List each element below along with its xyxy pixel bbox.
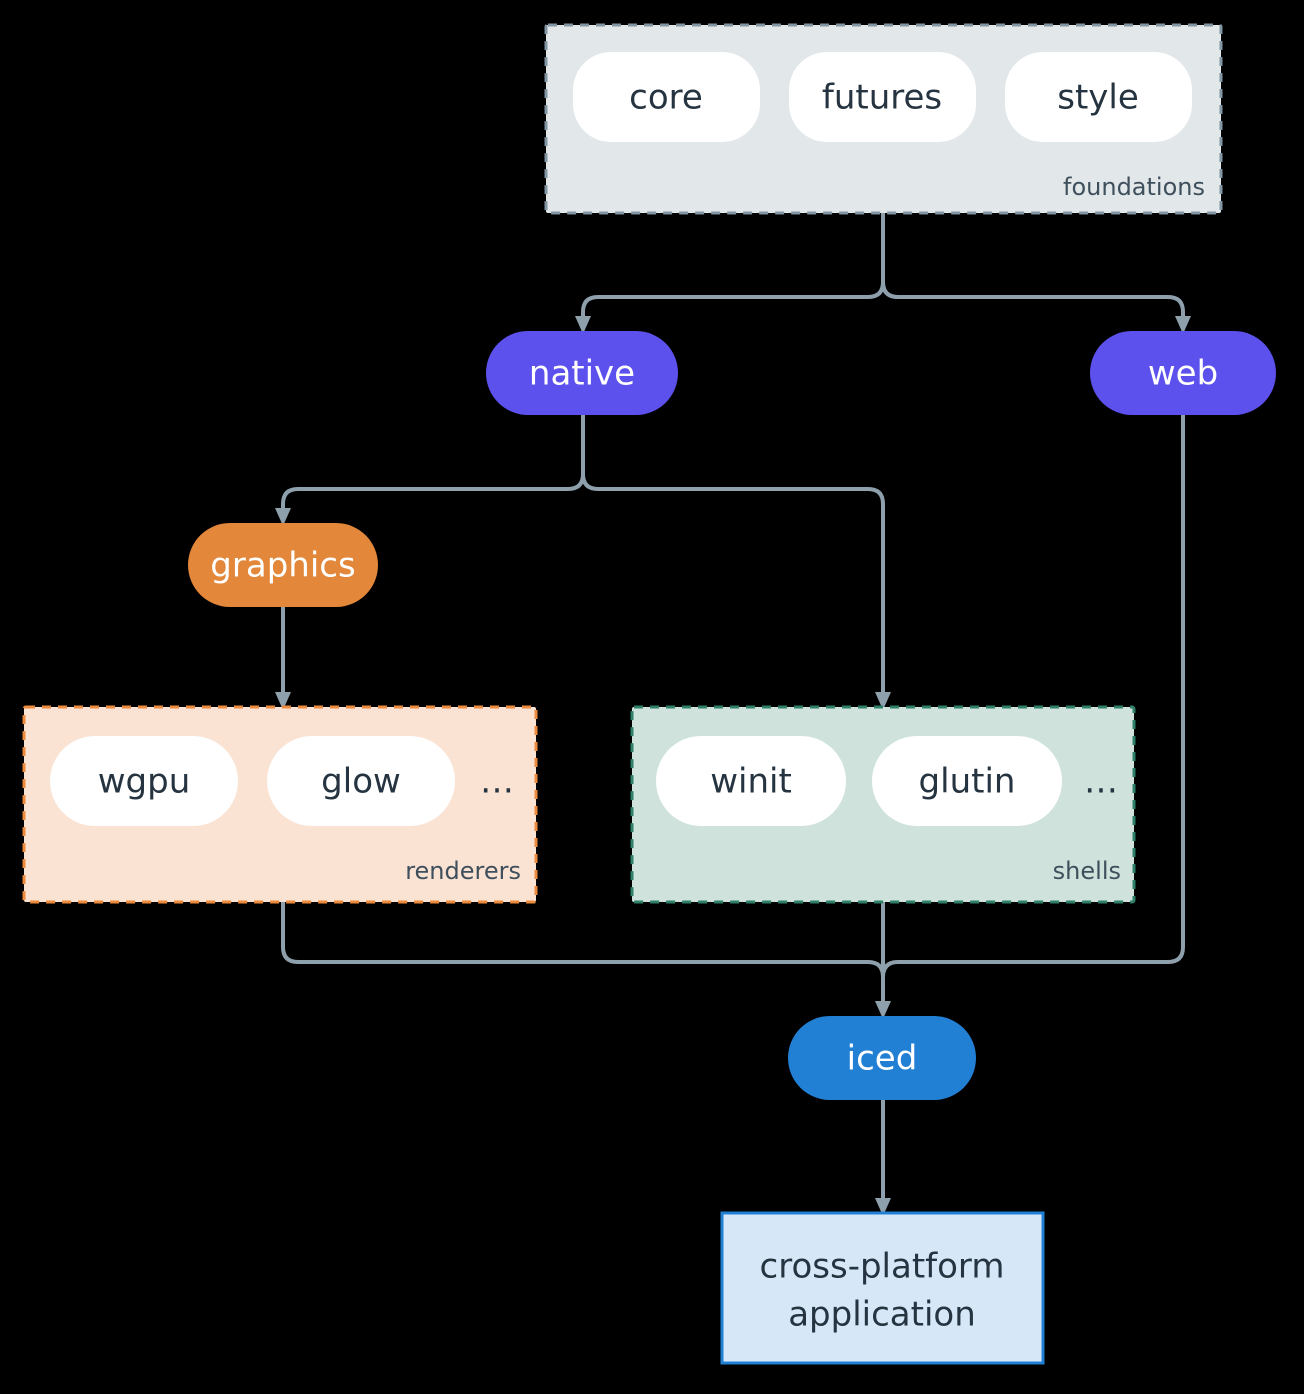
edge-graphics-to-renderers <box>275 605 291 710</box>
node-iced-shape[interactable] <box>788 1016 976 1100</box>
node-core-label: core <box>629 78 703 118</box>
edge-iced-to-application <box>875 1098 891 1216</box>
edge-foundations-to-web <box>881 211 1191 334</box>
node-wgpu[interactable] <box>50 736 238 826</box>
edge-native-to-shells <box>581 413 891 710</box>
cluster-renderers: wgpu glow … renderers <box>22 705 538 904</box>
node-graphics-label: graphics <box>210 546 355 586</box>
edge-layer <box>275 211 1191 1216</box>
node-glutin-label: glutin <box>919 762 1016 802</box>
node-native[interactable]: native <box>486 331 678 415</box>
cluster-shells: winit glutin … shells <box>630 705 1136 904</box>
cluster-shells-label: shells <box>1053 857 1121 885</box>
node-cross-platform-application-line1: cross-platform <box>760 1247 1005 1287</box>
cluster-foundations: core futures style foundations <box>544 23 1223 215</box>
node-cross-platform-application[interactable]: cross-platform application <box>720 1211 1045 1365</box>
node-iced-label: iced <box>847 1039 918 1079</box>
node-cross-platform-application-line2: application <box>788 1295 976 1335</box>
edge-foundations-to-native <box>575 211 885 334</box>
renderers-ellipsis: … <box>480 762 514 802</box>
shells-ellipsis: … <box>1084 762 1118 802</box>
node-glow-label: glow <box>321 762 401 802</box>
node-cross-platform-application-shape[interactable] <box>720 1211 1045 1365</box>
node-web[interactable]: web <box>1090 331 1276 415</box>
cluster-renderers-label: renderers <box>405 857 521 885</box>
node-style-label: style <box>1057 78 1139 118</box>
node-web-shape[interactable] <box>1090 331 1276 415</box>
node-native-label: native <box>529 354 635 394</box>
node-futures[interactable] <box>789 52 976 142</box>
node-futures-label: futures <box>822 78 942 118</box>
node-glutin[interactable] <box>872 736 1062 826</box>
node-web-label: web <box>1148 354 1218 394</box>
node-core[interactable] <box>573 52 760 142</box>
node-native-shape[interactable] <box>486 331 678 415</box>
node-iced[interactable]: iced <box>788 1016 976 1100</box>
node-wgpu-label: wgpu <box>98 762 191 802</box>
node-winit[interactable] <box>656 736 846 826</box>
node-style[interactable] <box>1005 52 1192 142</box>
node-graphics-shape[interactable] <box>188 523 378 607</box>
node-graphics[interactable]: graphics <box>188 523 378 607</box>
node-glow[interactable] <box>267 736 455 826</box>
edge-renderers-to-iced <box>281 900 885 1009</box>
cluster-foundations-label: foundations <box>1063 173 1205 201</box>
edge-web-to-iced <box>875 413 1185 1019</box>
edge-native-to-graphics <box>275 413 585 526</box>
node-winit-label: winit <box>710 762 792 802</box>
